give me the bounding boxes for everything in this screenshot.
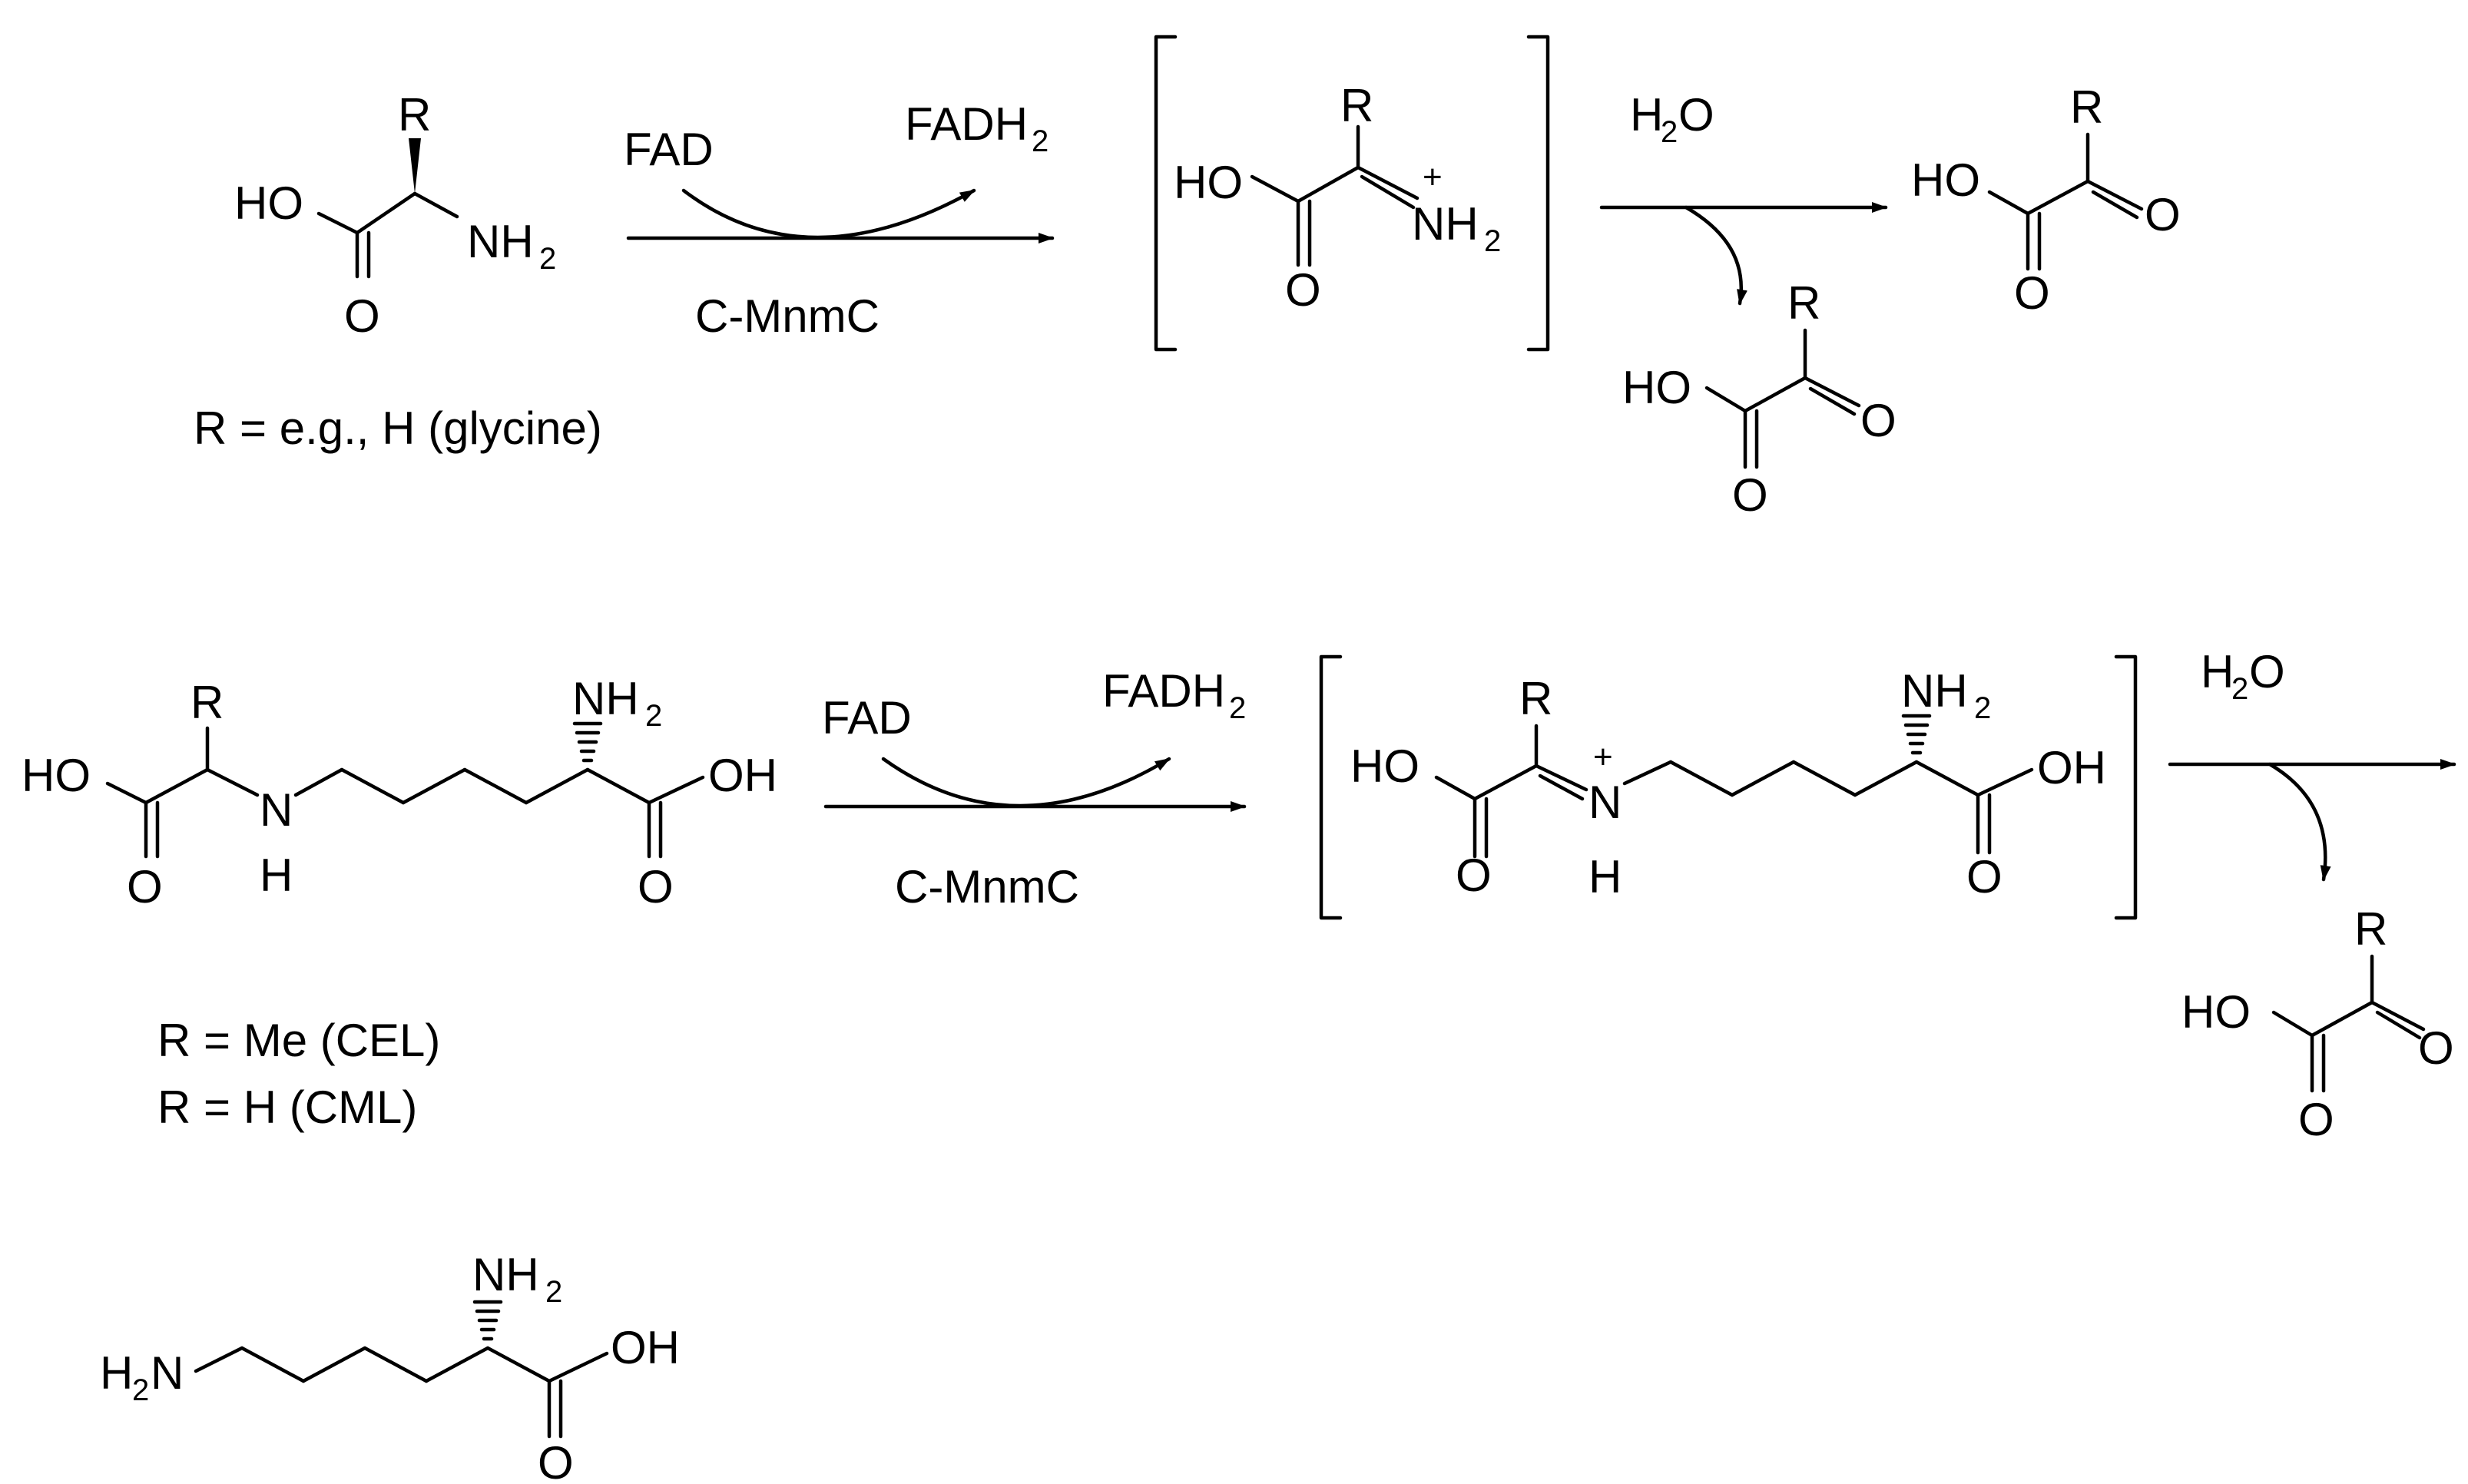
lysine-product: H 2 N NH 2 OH O: [100, 1249, 680, 1484]
atom-label: NH: [472, 1249, 539, 1300]
atom-label: R: [2354, 903, 2387, 955]
atom-subscript: 2: [645, 699, 662, 733]
water-label: H: [2201, 646, 2234, 697]
reaction-arrow-2: [823, 757, 1247, 812]
atom-label: R: [1519, 673, 1552, 724]
hashed-wedge-bond: [572, 721, 603, 763]
hashed-wedge-bond: [472, 1300, 503, 1341]
enzyme-label: C-MnmC: [695, 290, 880, 342]
atom-subscript: 2: [539, 242, 556, 276]
cofactor-label: FAD: [822, 692, 912, 744]
atom-label: O: [638, 861, 674, 913]
atom-label: OH: [611, 1322, 680, 1373]
atom-label: O: [1456, 850, 1492, 901]
atom-subscript: 2: [1229, 691, 1246, 725]
reaction-arrow-1: [626, 188, 1055, 243]
atom-label: O: [1285, 264, 1321, 316]
atom-label: O: [2014, 267, 2050, 319]
substituent-note: R = H (CML): [157, 1082, 417, 1133]
atom-label: HO: [1622, 362, 1691, 413]
substituent-note: R = e.g., H (glycine): [194, 402, 602, 454]
atom-label: R: [1340, 80, 1373, 131]
atom-label: HO: [1911, 154, 1980, 206]
atom-label: HO: [1174, 157, 1243, 208]
atom-label: O: [1860, 395, 1897, 446]
hashed-wedge-bond: [1901, 714, 1932, 755]
keto-acid-product-2: HO R O O: [2181, 903, 2454, 1145]
atom-label: N: [151, 1347, 184, 1399]
atom-label: NH: [572, 673, 639, 724]
atom-label: HO: [2181, 986, 2251, 1038]
atom-label: O: [2418, 1022, 2454, 1074]
atom-label: O: [2298, 1094, 2334, 1145]
cofactor-label: FADH: [905, 98, 1028, 150]
carboxyalkyl-lysine-reactant: HO R N H O NH 2 OH O: [22, 673, 777, 913]
cofactor-label: FAD: [624, 124, 714, 175]
atom-subscript: 2: [2231, 672, 2248, 706]
atom-label: OH: [2037, 742, 2106, 793]
atom-label: R: [2070, 81, 2103, 133]
atom-subscript: 2: [545, 1275, 562, 1309]
iminium-intermediate-1: HO R NH 2 + O: [1154, 35, 1550, 352]
enzyme-label: C-MnmC: [895, 861, 1079, 913]
atom-label: R: [398, 89, 431, 141]
iminium-intermediate-2: HO R N + H O NH 2 OH O: [1319, 654, 2138, 920]
atom-label: NH: [1412, 198, 1479, 250]
atom-label: O: [344, 290, 380, 342]
atom-label: H: [1588, 851, 1622, 903]
amino-acid-reactant: HO R NH 2 O: [234, 89, 556, 342]
atom-label: H: [260, 850, 293, 901]
atom-label: N: [260, 784, 293, 836]
atom-subscript: 2: [1484, 224, 1501, 258]
atom-label: R: [190, 677, 224, 728]
atom-subscript: 2: [1661, 115, 1678, 149]
atom-label: NH: [1901, 665, 1968, 717]
water-label: O: [2249, 646, 2285, 697]
atom-label: H: [100, 1347, 133, 1399]
atom-subscript: 2: [1032, 124, 1048, 158]
cofactor-label: FADH: [1102, 665, 1225, 717]
water-label: H: [1630, 89, 1663, 141]
atom-subscript: 2: [132, 1373, 149, 1407]
atom-label: OH: [708, 750, 777, 801]
keto-acid-product: HO R O O: [1911, 81, 2181, 319]
atom-label: R: [1787, 277, 1820, 329]
atom-label: HO: [234, 177, 303, 229]
hydrolysis-arrow-1: [1599, 202, 1888, 306]
atom-label: O: [2145, 189, 2181, 240]
atom-label: N: [1588, 777, 1622, 828]
hydrolysis-arrow-2: [2168, 759, 2456, 882]
charge-plus: +: [1593, 738, 1613, 776]
charge-plus: +: [1423, 158, 1443, 196]
substituent-note: R = Me (CEL): [157, 1015, 440, 1066]
atom-label: O: [538, 1437, 574, 1484]
wedge-bond: [409, 138, 421, 194]
water-label: O: [1678, 89, 1714, 141]
atom-label: O: [1732, 469, 1768, 521]
atom-label: NH: [467, 216, 534, 267]
atom-label: O: [1966, 851, 2003, 903]
atom-label: O: [127, 861, 163, 913]
atom-label: HO: [1350, 740, 1420, 792]
keto-acid-side-product: HO R O O: [1622, 277, 1897, 521]
atom-subscript: 2: [1974, 691, 1991, 725]
atom-label: HO: [22, 750, 91, 801]
